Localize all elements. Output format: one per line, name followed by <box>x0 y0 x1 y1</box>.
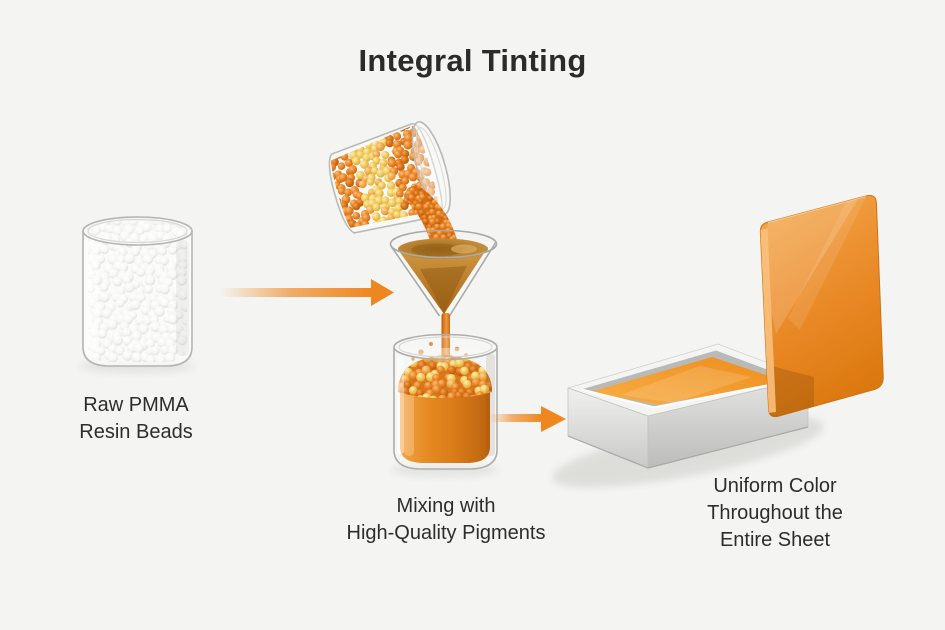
tray-orange-fill <box>590 357 787 405</box>
flow-arrow-icon <box>220 279 394 306</box>
white-bead-cluster <box>88 219 187 362</box>
beaker-shadow <box>391 463 499 477</box>
glass-shade <box>176 240 189 356</box>
stage-label-uniform-color: Uniform Color Throughout the Entire Shee… <box>661 473 889 554</box>
label-line: Throughout the <box>707 502 843 524</box>
label-line: Uniform Color <box>713 475 837 497</box>
glass-highlight <box>397 356 404 454</box>
glass-shade <box>486 354 495 456</box>
splash-droplets <box>411 342 468 361</box>
arrow-head <box>371 279 394 306</box>
tray-orange-sheen <box>620 366 752 403</box>
beaker-rim-inner <box>398 336 493 358</box>
sheet-face <box>759 195 884 418</box>
sheet-edge-left <box>760 228 776 413</box>
liquid-highlight <box>404 390 414 456</box>
funnel-liquid-core <box>420 266 467 312</box>
liquid-surface-light <box>451 244 477 254</box>
stage-label-mixing: Mixing with High-Quality Pigments <box>318 493 574 547</box>
glass-highlight <box>87 238 98 356</box>
tray-bottom-edge <box>567 426 809 469</box>
liquid-surface-dark <box>411 243 463 257</box>
label-line: Raw PMMA <box>83 394 189 416</box>
raw-beads-beaker <box>79 216 195 373</box>
cup-opening-inner <box>416 127 447 210</box>
label-line: Entire Sheet <box>719 529 831 551</box>
arrow-head <box>541 406 566 432</box>
beaker-rim-inner <box>87 218 188 244</box>
page-title: Integral Tinting <box>358 43 587 78</box>
funnel-edge-right <box>448 241 497 317</box>
arrow-shaft <box>220 288 372 297</box>
label-line: High-Quality Pigments <box>346 522 546 544</box>
sheet-gloss-streak <box>788 197 866 330</box>
label-line: Resin Beads <box>79 421 193 443</box>
glass-outline <box>82 231 193 367</box>
acrylic-sheet <box>759 195 884 418</box>
beaker-rim <box>82 216 193 246</box>
beaker-rim <box>393 333 498 361</box>
stage-label-raw-pmma: Raw PMMA Resin Beads <box>25 392 247 446</box>
flow-arrow-icon <box>489 406 566 432</box>
orange-liquid <box>400 386 490 463</box>
glass-outline <box>393 348 498 470</box>
sheet-gloss <box>762 199 858 334</box>
mixing-beaker <box>391 333 499 477</box>
label-line: Mixing with <box>396 495 496 517</box>
funnel-edge-left <box>390 245 441 317</box>
tray-inner-lip <box>580 378 796 409</box>
funnel-drip-stream <box>441 313 450 363</box>
funnel <box>389 229 498 363</box>
arrow-shaft <box>489 414 542 422</box>
funnel-rim <box>389 229 498 259</box>
